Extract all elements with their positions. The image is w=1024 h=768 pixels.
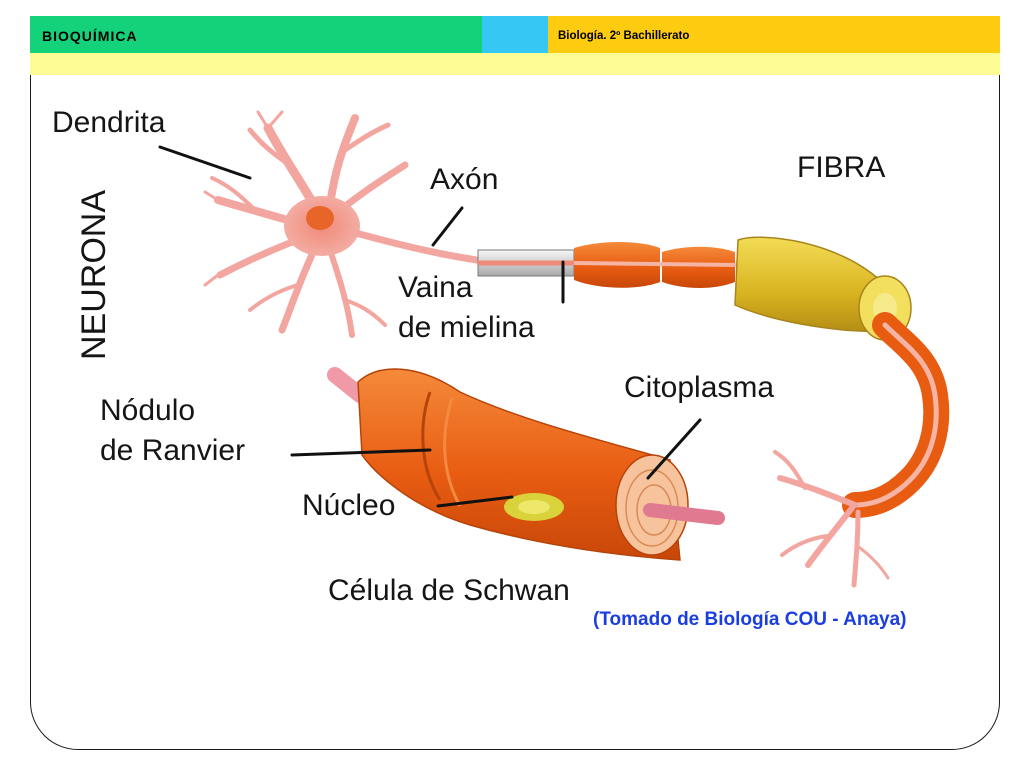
header-bar-green	[30, 16, 482, 53]
header-course: Biología. 2º Bachillerato	[558, 30, 690, 42]
label-vaina-1: Vaina	[398, 271, 473, 304]
neuron-dendrites	[203, 110, 409, 338]
descending-fiber	[842, 312, 950, 518]
label-celula: Célula de Schwan	[328, 574, 570, 607]
label-vaina-2: de mielina	[398, 311, 535, 344]
axon-terminals	[773, 450, 890, 588]
label-nodulo-1: Nódulo	[100, 394, 195, 427]
label-fibra: FIBRA	[797, 151, 885, 184]
label-nodulo-2: de Ranvier	[100, 434, 245, 467]
header-bar-gold	[548, 16, 1000, 53]
schwann-cell	[327, 367, 725, 561]
source-credit: (Tomado de Biología COU - Anaya)	[593, 609, 907, 630]
header-bar-cyan	[482, 16, 548, 53]
label-axon: Axón	[430, 163, 498, 196]
label-nucleo: Núcleo	[302, 489, 395, 522]
label-neurona: NEURONA	[75, 190, 113, 360]
label-dendrita: Dendrita	[52, 106, 166, 139]
myelin-segments	[573, 242, 741, 288]
header-subbar	[30, 53, 1000, 75]
label-citoplasma: Citoplasma	[624, 371, 774, 404]
header-title: BIOQUÍMICA	[42, 28, 138, 44]
neuron-nucleus	[306, 206, 334, 230]
leader-lines	[158, 145, 702, 508]
